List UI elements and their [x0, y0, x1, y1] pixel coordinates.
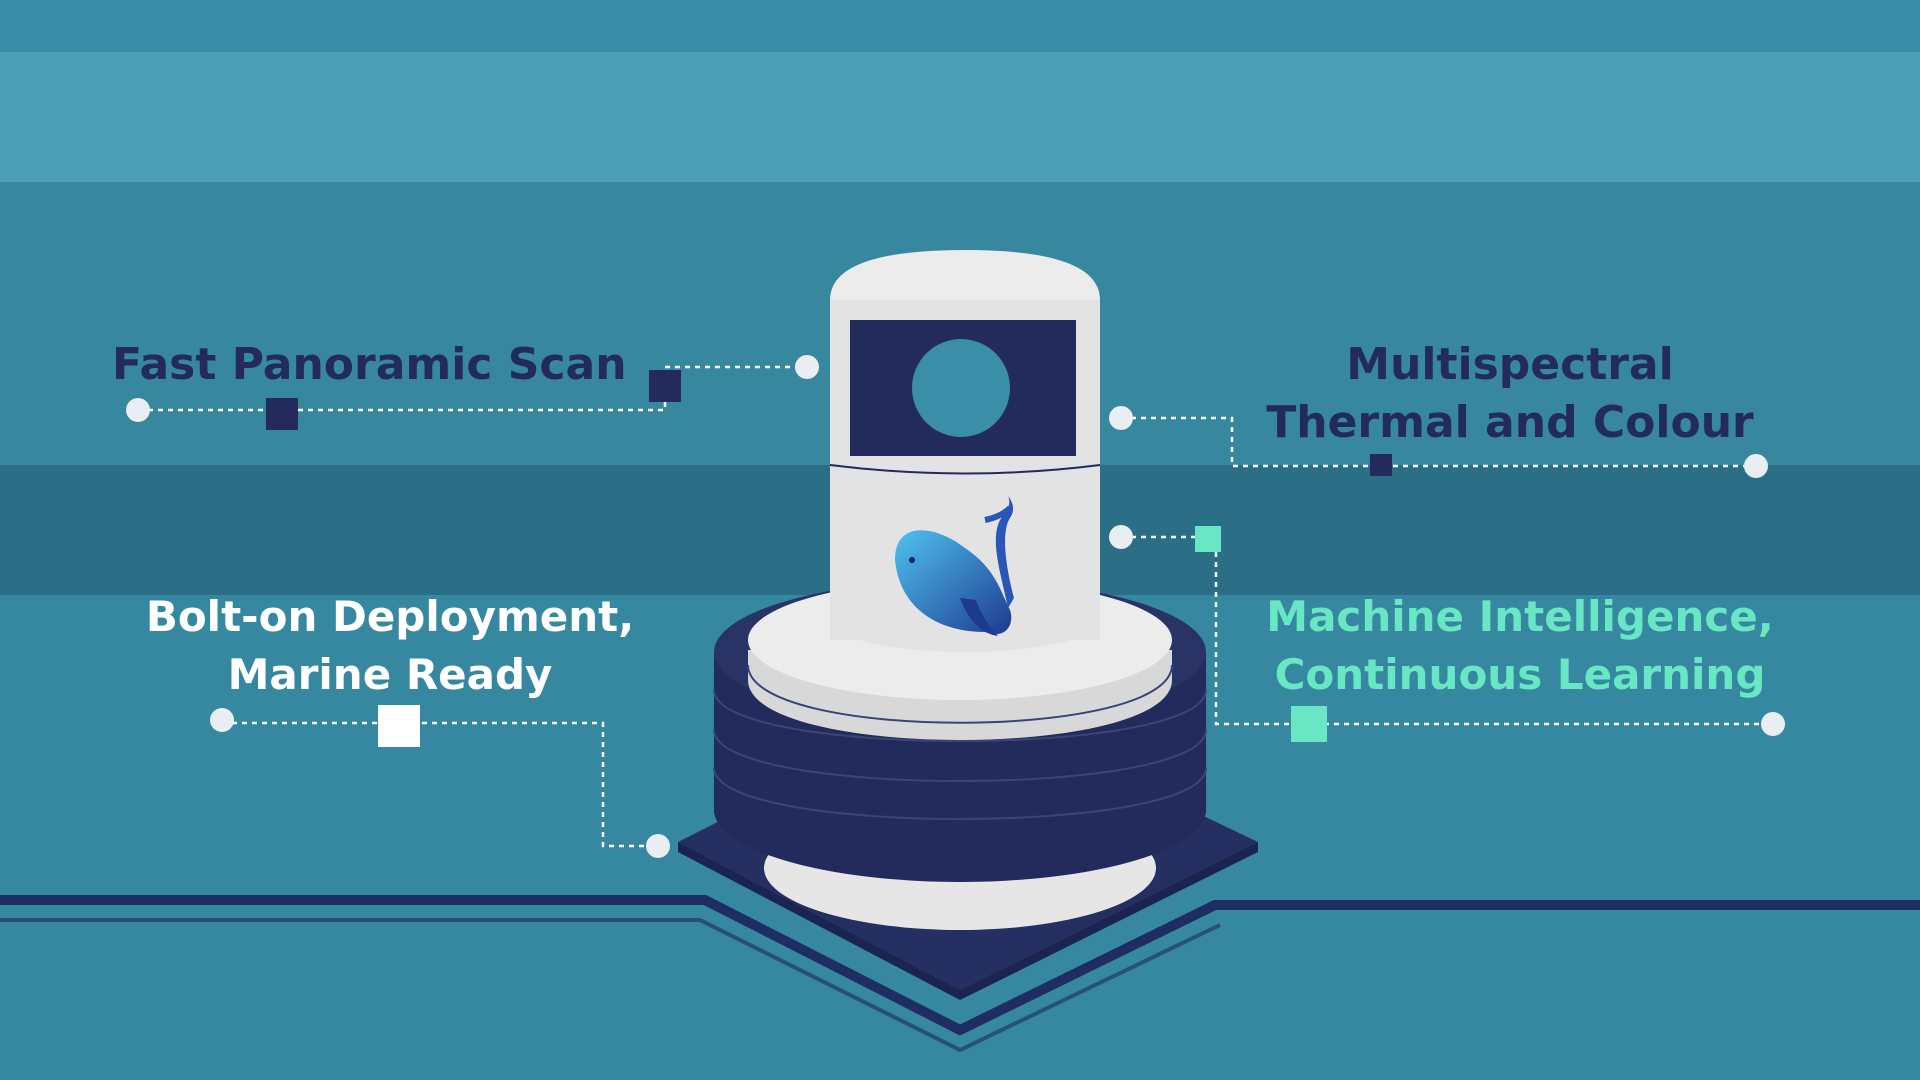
machine-endpoint-dot [1761, 712, 1785, 736]
machine-intelligence-label: Machine Intelligence, Continuous Learnin… [1240, 588, 1800, 704]
bolt-on-line-2: Marine Ready [227, 650, 553, 699]
multispectral-endpoint-dot [1744, 454, 1768, 478]
scan-anchor-dot [795, 355, 819, 379]
whale-icon [895, 496, 1014, 636]
machine-line-2: Continuous Learning [1274, 650, 1766, 699]
bolt-on-endpoint-dot [210, 708, 234, 732]
connector-machine [1121, 535, 1773, 726]
bolt-on-label: Bolt-on Deployment, Marine Ready [110, 588, 670, 704]
machine-marker [1195, 526, 1221, 552]
multispectral-line-2: Thermal and Colour [1266, 397, 1754, 448]
multispectral-marker [1370, 454, 1392, 476]
scan-marker [266, 398, 298, 430]
machine-anchor-dot [1109, 525, 1133, 549]
bolt-on-marker [378, 705, 420, 747]
scan-marker-2 [649, 370, 681, 402]
fast-panoramic-scan-text: Fast Panoramic Scan [112, 339, 627, 390]
multispectral-label: Multispectral Thermal and Colour [1250, 336, 1770, 452]
machine-marker-2 [1291, 706, 1327, 742]
machine-line-1: Machine Intelligence, [1266, 592, 1774, 641]
connector-scan [138, 365, 805, 412]
camera-device-icon [713, 250, 1207, 930]
scan-endpoint-dot [126, 398, 150, 422]
bolt-on-line-1: Bolt-on Deployment, [145, 592, 635, 641]
multispectral-anchor-dot [1109, 406, 1133, 430]
fast-panoramic-scan-label: Fast Panoramic Scan [112, 336, 652, 394]
floor-lines [0, 895, 1920, 1053]
multispectral-line-1: Multispectral [1346, 339, 1674, 390]
connector-multispectral [1121, 416, 1756, 468]
bolt-on-anchor-dot [646, 834, 670, 858]
